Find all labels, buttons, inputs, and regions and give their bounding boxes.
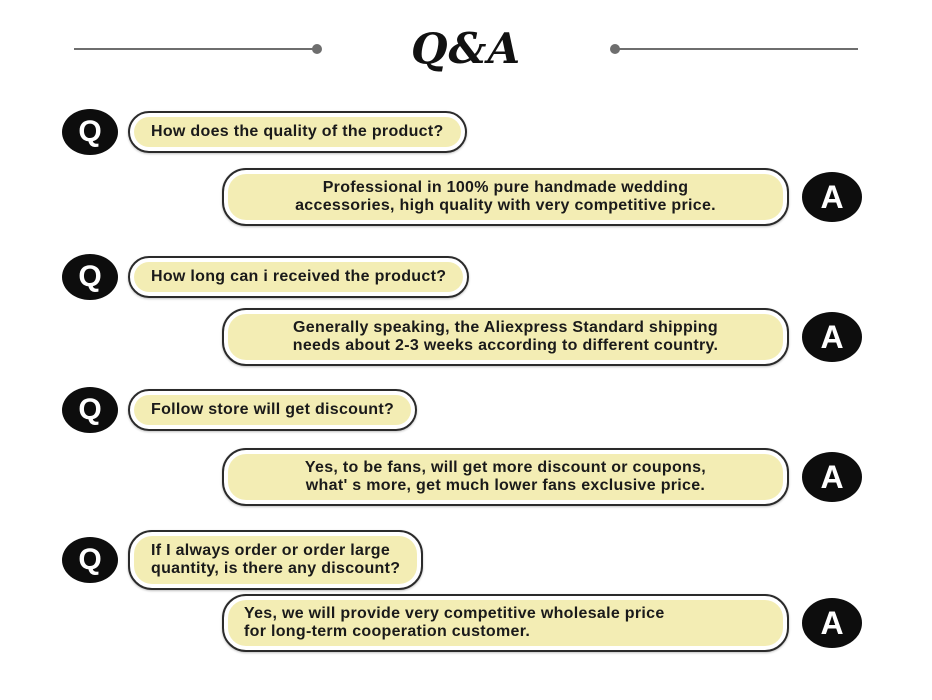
q-letter-icon: Q — [62, 109, 118, 155]
answer-text: what' s more, get much lower fans exclus… — [305, 477, 706, 494]
answer-text: needs about 2-3 weeks according to diffe… — [292, 337, 719, 354]
a-letter-icon: A — [802, 312, 862, 362]
qa-row-4-answer: Yes, we will provide very competitive wh… — [222, 594, 862, 652]
question-text: Follow store will get discount? — [151, 401, 395, 418]
answer-bubble: Yes, to be fans, will get more discount … — [222, 448, 789, 506]
qa-row-3-answer: Yes, to be fans, will get more discount … — [222, 448, 862, 506]
q-letter-icon: Q — [62, 387, 118, 433]
qa-row-4-question: Q If I always order or order large quant… — [62, 530, 424, 590]
question-text: quantity, is there any discount? — [151, 560, 401, 577]
qa-row-1-answer: Professional in 100% pure handmade weddi… — [222, 168, 862, 226]
divider-line-left — [73, 48, 317, 50]
answer-text: Yes, to be fans, will get more discount … — [304, 459, 707, 476]
answer-text: Yes, we will provide very competitive wh… — [244, 605, 665, 622]
a-letter-icon: A — [802, 452, 862, 502]
qa-row-2-question: Q How long can i received the product? — [62, 254, 470, 300]
answer-bubble: Professional in 100% pure handmade weddi… — [222, 168, 789, 226]
question-bubble: How does the quality of the product? — [128, 111, 467, 153]
question-bubble: Follow store will get discount? — [128, 389, 418, 431]
header: Q&A — [0, 24, 932, 74]
answer-text: for long-term cooperation customer. — [244, 623, 531, 640]
a-letter-icon: A — [802, 598, 862, 648]
answer-text: Professional in 100% pure handmade weddi… — [322, 179, 689, 196]
answer-bubble: Generally speaking, the Aliexpress Stand… — [222, 308, 789, 366]
q-letter-icon: Q — [62, 537, 118, 583]
answer-text: Generally speaking, the Aliexpress Stand… — [293, 319, 718, 336]
a-letter-icon: A — [802, 172, 862, 222]
question-text: If I always order or order large — [151, 542, 391, 559]
answer-text: accessories, high quality with very comp… — [295, 197, 716, 214]
page-title: Q&A — [410, 24, 522, 73]
q-letter-icon: Q — [62, 254, 118, 300]
qa-row-2-answer: Generally speaking, the Aliexpress Stand… — [222, 308, 862, 366]
question-text: How long can i received the product? — [151, 268, 447, 285]
question-bubble: If I always order or order large quantit… — [128, 530, 424, 590]
qa-row-1-question: Q How does the quality of the product? — [62, 109, 467, 155]
answer-bubble: Yes, we will provide very competitive wh… — [222, 594, 789, 652]
divider-line-right — [615, 48, 859, 50]
qa-row-3-question: Q Follow store will get discount? — [62, 387, 418, 433]
question-bubble: How long can i received the product? — [128, 256, 470, 298]
question-text: How does the quality of the product? — [151, 123, 444, 140]
